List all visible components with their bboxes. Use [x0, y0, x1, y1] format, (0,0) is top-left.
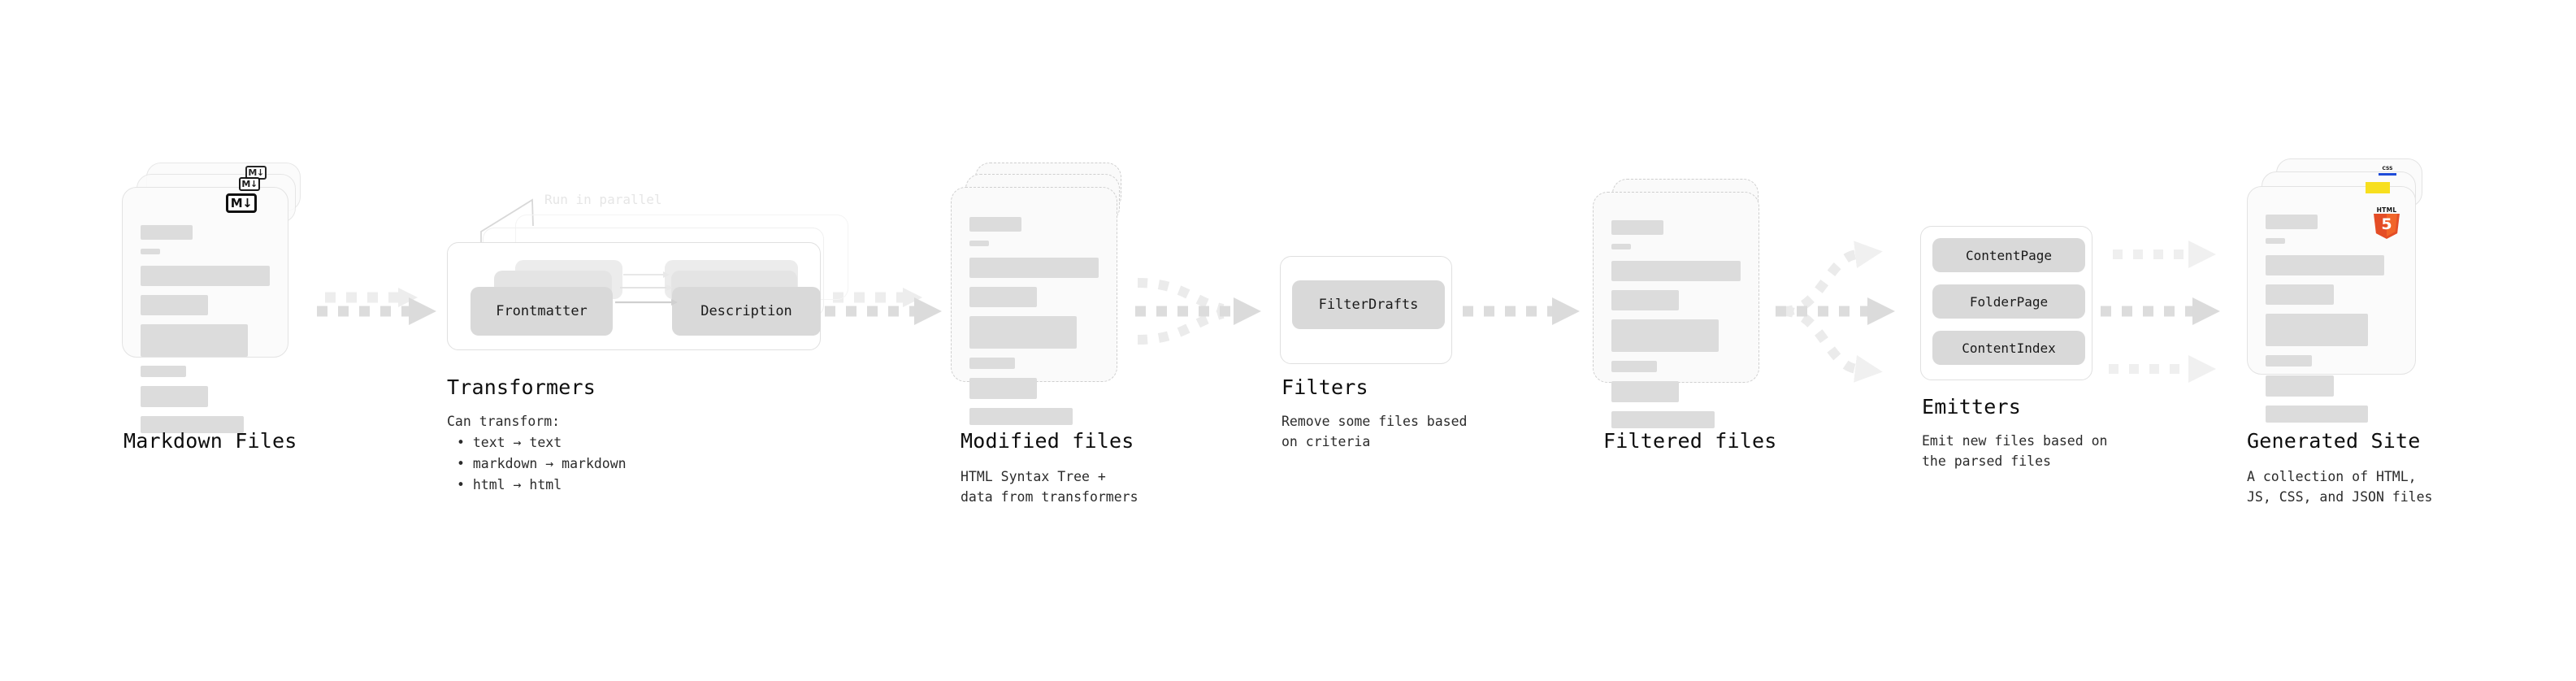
stage-transformers: Run in parallel Frontmatter Description [447, 192, 870, 358]
transformer-pill-description-label: Description [700, 303, 792, 319]
stage-title-transformers: Transformers [447, 375, 596, 399]
emitter-pill-contentpage[interactable]: ContentPage [1932, 238, 2085, 272]
stage-title-filtered-files: Filtered files [1603, 429, 1777, 453]
emitter-pill-contentindex[interactable]: ContentIndex [1932, 331, 2085, 365]
markdown-icon-middle: M↓ [239, 177, 260, 191]
document-placeholder-lines [1611, 220, 1741, 437]
arrow-filtered-to-emitters [1776, 241, 1895, 383]
markdown-icon: M↓ [226, 193, 257, 213]
html5-icon-label: HTML [2376, 206, 2397, 214]
stage-subtitle-filters: Remove some files based on criteria [1281, 414, 1468, 450]
transformers-bullet-2: • html → html [457, 477, 562, 492]
filter-pill-filterdrafts[interactable]: FilterDrafts [1292, 280, 1445, 329]
css3-icon: CSS [2379, 167, 2396, 176]
document-card-front [951, 187, 1117, 425]
arrow-modified-to-filters [1135, 278, 1261, 345]
stage-subtitle-transformers: Can transform: [447, 414, 561, 429]
markdown-icon-label-middle: M↓ [241, 179, 258, 189]
document-placeholder-lines [2266, 215, 2397, 432]
stage-modified-files [951, 163, 1138, 425]
stage-title-generated-site: Generated Site [2247, 429, 2421, 453]
arrow-markdown-to-transformers [317, 288, 436, 325]
stage-subtitle-emitters: Emit new files based on the parsed files [1922, 433, 2108, 470]
emitter-pill-contentindex-label: ContentIndex [1962, 340, 2056, 356]
html5-icon-digit: 5 [2381, 215, 2392, 233]
emitter-pill-folderpage[interactable]: FolderPage [1932, 284, 2085, 319]
emitter-pill-folderpage-label: FolderPage [1969, 293, 2049, 310]
javascript-icon [2366, 182, 2390, 193]
transformer-pill-description[interactable]: Description [672, 287, 821, 336]
document-card-front [1593, 192, 1759, 428]
transformers-bullet-0: • text → text [457, 435, 562, 450]
stage-title-modified-files: Modified files [961, 429, 1134, 453]
emitter-pill-contentpage-label: ContentPage [1966, 247, 2052, 263]
filter-pill-filterdrafts-label: FilterDrafts [1318, 297, 1419, 313]
stage-subtitle-generated-site: A collection of HTML, JS, CSS, and JSON … [2247, 469, 2433, 505]
transformer-pill-frontmatter[interactable]: Frontmatter [471, 287, 613, 336]
document-placeholder-lines [141, 225, 270, 442]
html5-icon: HTML 5 [2374, 206, 2400, 239]
css3-icon-bar [2379, 173, 2396, 176]
markdown-icon-label: M↓ [230, 195, 253, 210]
stage-title-filters: Filters [1281, 375, 1368, 399]
document-card-front [122, 187, 288, 433]
stage-markdown-files: M↓ M↓ M↓ [122, 163, 309, 433]
stage-title-markdown-files: Markdown Files [124, 429, 297, 453]
document-placeholder-lines [969, 217, 1099, 434]
markdown-icon-label-back: M↓ [248, 167, 264, 178]
transformers-bullet-1: • markdown → markdown [457, 456, 627, 471]
stage-title-emitters: Emitters [1922, 395, 2022, 419]
arrow-emitters-to-site [2101, 241, 2220, 383]
run-in-parallel-label: Run in parallel [544, 192, 662, 207]
css3-icon-label: CSS [2382, 166, 2393, 171]
stage-subtitle-modified-files: HTML Syntax Tree + data from transformer… [961, 469, 1138, 505]
stage-generated-site: CSS HTML 5 [2247, 158, 2442, 423]
transformer-inner-arrows [615, 271, 678, 306]
transformer-pill-frontmatter-label: Frontmatter [496, 303, 588, 319]
html5-icon-shield-inner [2387, 214, 2397, 236]
stage-filtered-files [1593, 179, 1780, 428]
